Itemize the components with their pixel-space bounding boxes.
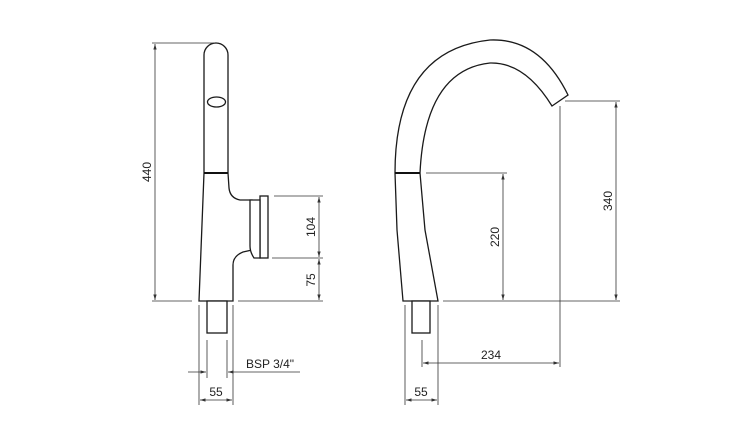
dim-label-234: 234 (481, 348, 501, 362)
dim-label-104: 104 (304, 217, 318, 237)
dim-label-220: 220 (488, 227, 502, 247)
handle-lever (259, 195, 269, 259)
gooseneck-spout (394, 39, 569, 302)
dim-label-55-side: 55 (209, 385, 223, 399)
dim-label-440: 440 (140, 162, 154, 182)
dim-label-55-front: 55 (414, 385, 428, 399)
thread-label: BSP 3/4" (246, 357, 294, 371)
supply-pipe (206, 300, 228, 334)
supply-pipe-front (411, 300, 431, 334)
front-view: 220 340 234 55 (394, 39, 620, 405)
handle-joint (249, 199, 261, 259)
dim-label-75: 75 (304, 273, 318, 287)
aerator-ellipse (206, 96, 227, 108)
side-view: 440 104 75 BSP 3/4" 55 (140, 42, 323, 405)
dim-label-340: 340 (601, 191, 615, 211)
